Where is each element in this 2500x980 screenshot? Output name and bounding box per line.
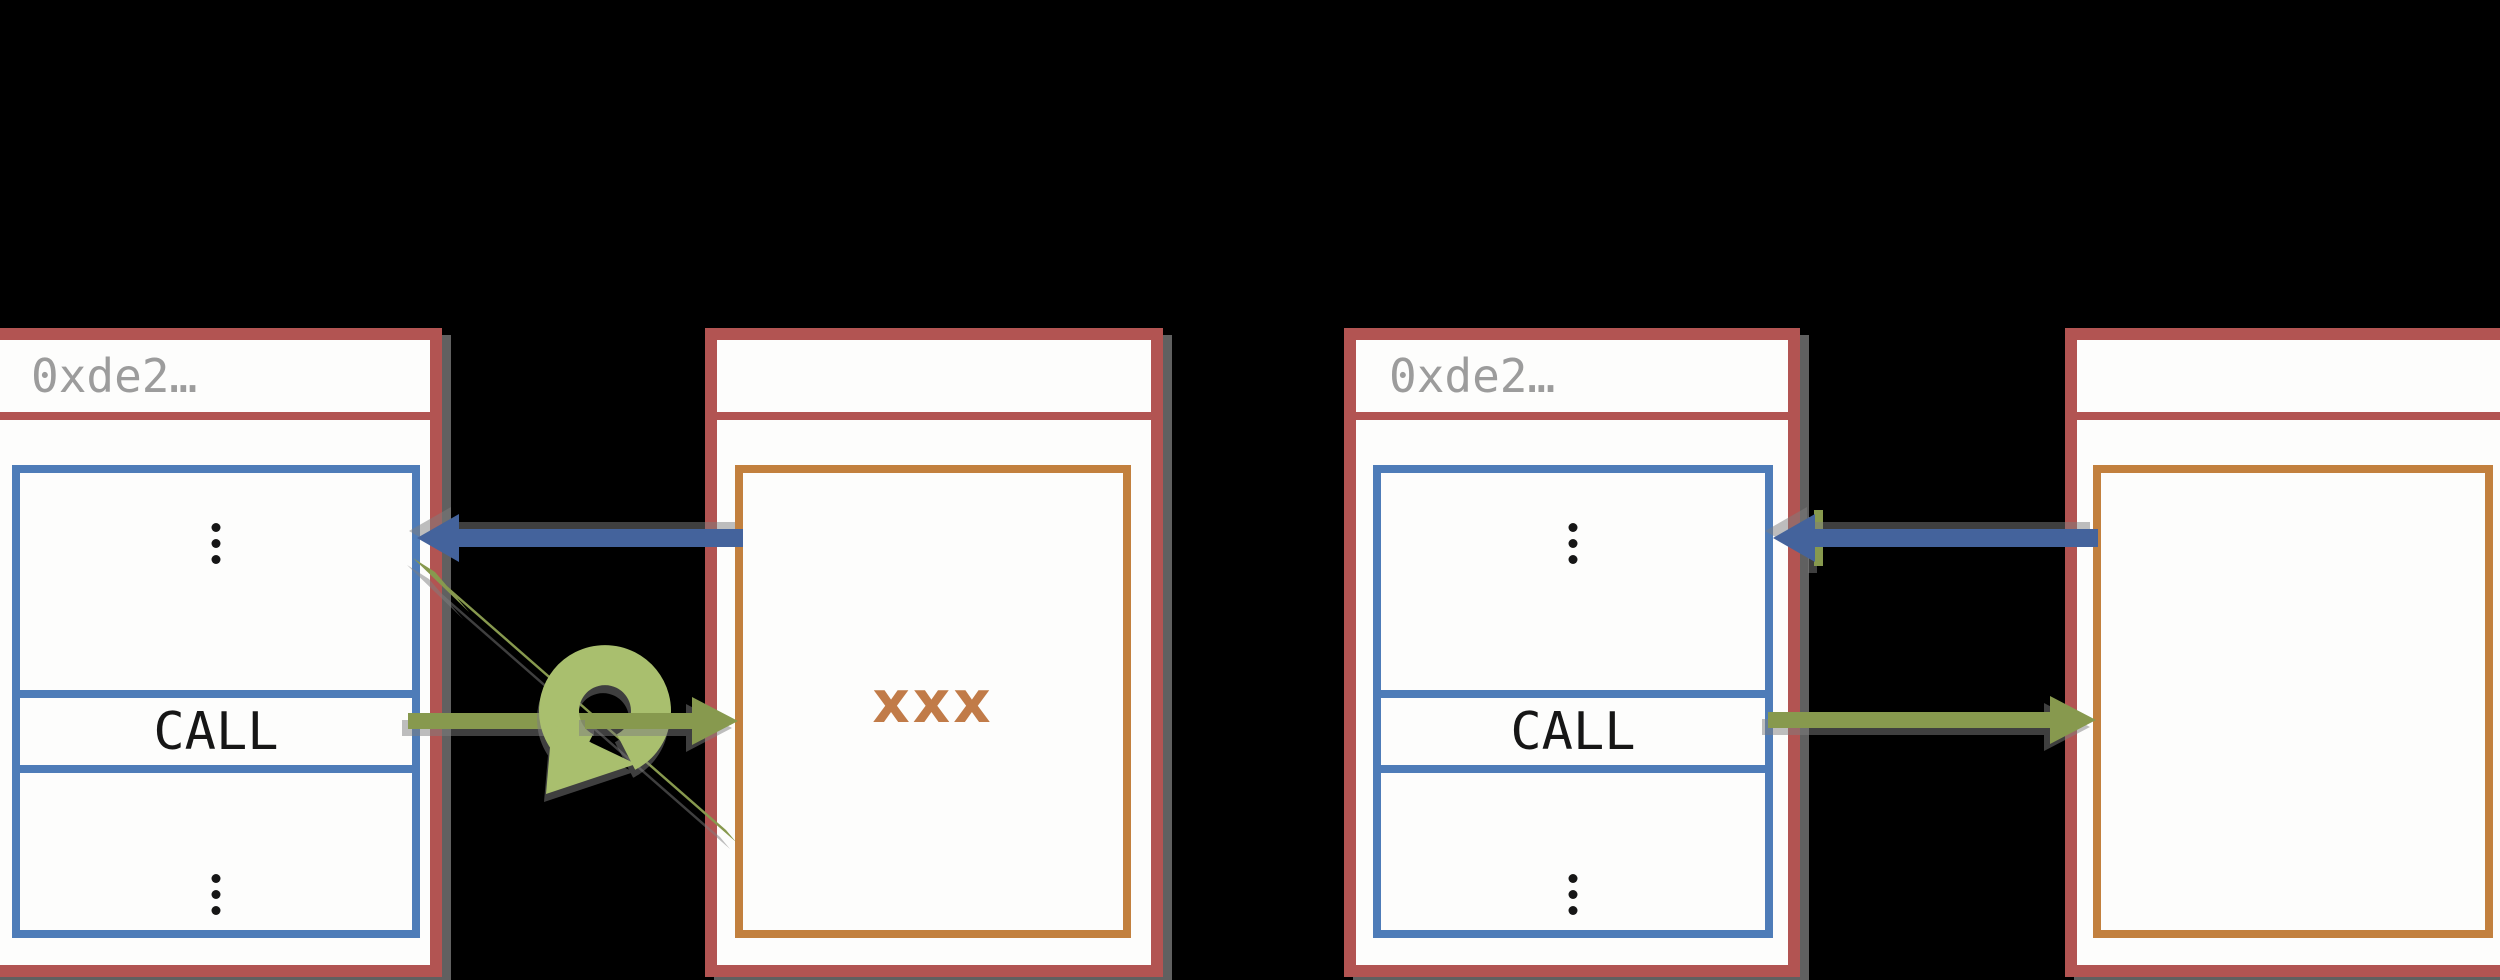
vertical-ellipsis-icon: [211, 523, 221, 564]
header-divider: [2077, 412, 2500, 420]
hijack-arrow: [413, 558, 736, 842]
vertical-ellipsis-icon: [1568, 874, 1578, 915]
return-arrow: [417, 514, 743, 562]
right-callee-frame: [2065, 328, 2500, 977]
return-arrow-right: [1773, 514, 2098, 562]
loop-arrow-head: [546, 724, 636, 794]
dot: [1568, 890, 1578, 899]
dot: [1568, 539, 1578, 548]
call-instruction-label: CALL: [1510, 701, 1636, 762]
address-label: 0xde2…: [31, 349, 198, 403]
left-callee-frame: xxx: [705, 328, 1163, 977]
call-instruction-label: CALL: [153, 701, 279, 762]
dot: [211, 523, 221, 532]
address-label: 0xde2…: [1389, 349, 1556, 403]
code-box: CALL: [12, 465, 420, 938]
dot: [211, 555, 221, 564]
vertical-ellipsis-icon: [1568, 523, 1578, 564]
vertical-ellipsis-icon: [211, 874, 221, 915]
header-divider: [0, 412, 430, 420]
row-divider: [1381, 690, 1765, 698]
right-caller-frame: 0xde2… CALL: [1344, 328, 1800, 977]
dot: [1568, 906, 1578, 915]
dot: [211, 906, 221, 915]
left-caller-frame: 0xde2… CALL: [0, 328, 442, 977]
target-box: [2093, 465, 2493, 938]
return-marker: [1814, 510, 1823, 566]
dot: [1568, 555, 1578, 564]
row-divider: [20, 765, 412, 773]
target-box: xxx: [735, 465, 1131, 938]
call-arrow-right: [1768, 696, 2096, 744]
dot: [1568, 523, 1578, 532]
dot: [1568, 874, 1578, 883]
code-box: CALL: [1373, 465, 1773, 938]
dot: [211, 539, 221, 548]
row-divider: [20, 690, 412, 698]
crash-marker-label: xxx: [872, 667, 994, 736]
header-divider: [1356, 412, 1788, 420]
loop-arrow-icon: [539, 645, 671, 770]
header-divider: [717, 412, 1151, 420]
dot: [211, 890, 221, 899]
row-divider: [1381, 765, 1765, 773]
dot: [211, 874, 221, 883]
